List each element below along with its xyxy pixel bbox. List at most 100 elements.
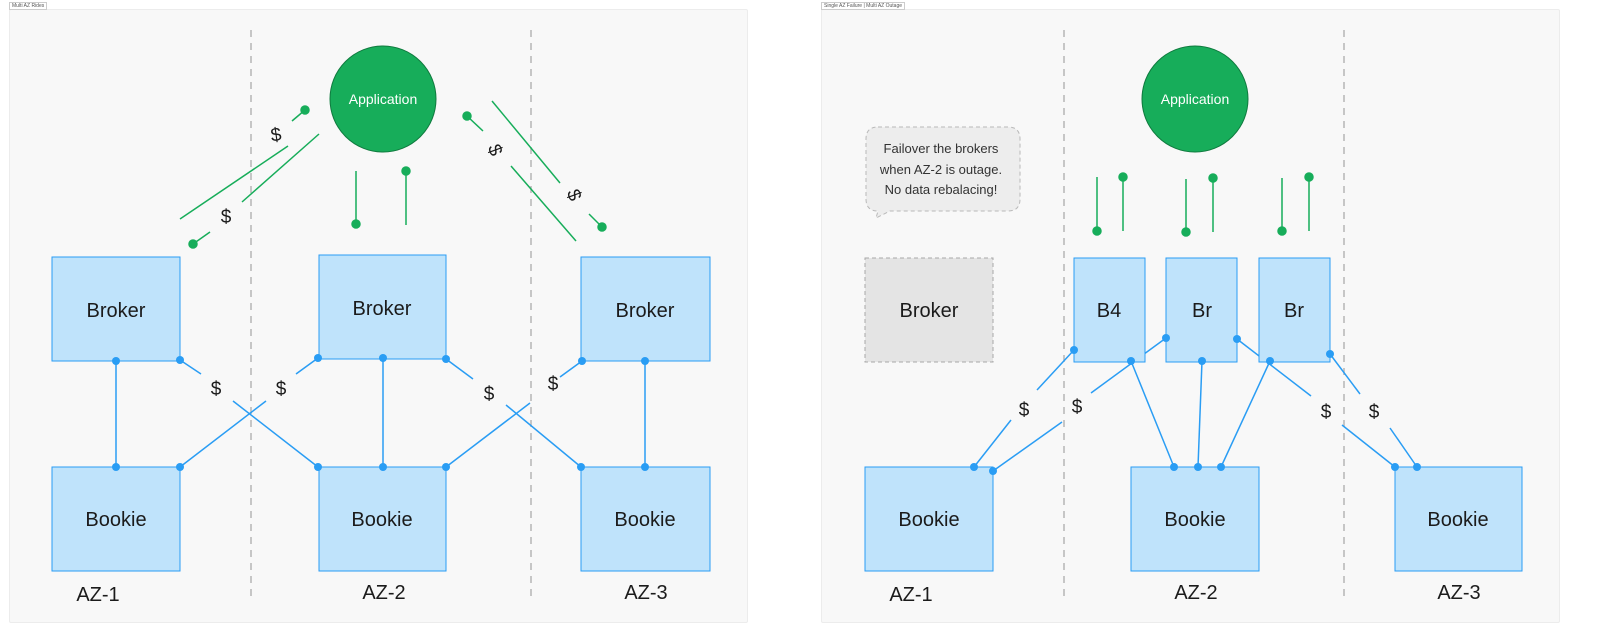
link xyxy=(1220,360,1271,468)
broker-br-az2 xyxy=(1165,257,1238,363)
link-dot xyxy=(1413,463,1421,471)
bookie-az2-label: Bookie xyxy=(351,509,412,531)
link xyxy=(1036,349,1075,391)
application-label: Application xyxy=(1161,91,1230,107)
broker-az2-label: Broker xyxy=(353,298,412,320)
az-label: AZ-1 xyxy=(76,584,119,606)
az-label: AZ-2 xyxy=(362,582,405,604)
failover-note-bubble xyxy=(865,126,1021,219)
cost-marker: $ xyxy=(484,384,495,405)
endpoint-dot xyxy=(1304,172,1314,182)
broker-az2 xyxy=(318,254,447,360)
link-dots xyxy=(970,334,1421,475)
link-dot xyxy=(442,355,450,363)
link-dot xyxy=(577,463,585,471)
link-dot xyxy=(1162,334,1170,342)
link-dots xyxy=(112,354,649,471)
cost-marker: $ xyxy=(548,374,559,395)
bookie-az1-label: Bookie xyxy=(898,509,959,531)
link-dot xyxy=(1233,335,1241,343)
app-to-broker-az3-b xyxy=(510,165,577,242)
broker-br-az3 xyxy=(1258,257,1331,363)
broker-br-az2-label: Br xyxy=(1192,300,1212,322)
cost-marker: $ xyxy=(483,142,506,160)
link xyxy=(1090,337,1167,394)
link-dot xyxy=(970,463,978,471)
endpoint-dot xyxy=(401,166,411,176)
link-dot xyxy=(1127,357,1135,365)
link xyxy=(295,357,319,375)
app-to-broker-az3-c xyxy=(491,100,561,184)
link-dot xyxy=(641,357,649,365)
bookie-az1 xyxy=(51,466,181,572)
link xyxy=(1130,360,1175,468)
link xyxy=(445,358,474,380)
broker-az1-label: Broker xyxy=(87,300,146,322)
az-label: AZ-3 xyxy=(1437,582,1480,604)
endpoint-dot xyxy=(188,239,198,249)
note-line: when AZ-2 is outage. xyxy=(879,162,1002,177)
cost-marker: $ xyxy=(276,379,287,400)
app-to-broker-az1-a xyxy=(179,145,289,220)
storage-links xyxy=(115,357,646,468)
link-dot xyxy=(1070,346,1078,354)
endpoint-dot xyxy=(351,219,361,229)
app-to-broker-az1-c xyxy=(241,133,320,203)
cost-marker: $ xyxy=(211,379,222,400)
endpoint-dot xyxy=(1277,226,1287,236)
endpoint-dot xyxy=(597,222,607,232)
link xyxy=(973,419,1012,468)
broker-br-az3-label: Br xyxy=(1284,300,1304,322)
failover-frame-tag: Single AZ Failure | Multi AZ Outage xyxy=(821,2,906,10)
broker-b4 xyxy=(1073,257,1146,363)
broker-az3 xyxy=(580,256,711,362)
link-dot xyxy=(1391,463,1399,471)
link xyxy=(179,400,267,468)
link-dot xyxy=(578,357,586,365)
cost-marker: $ xyxy=(1072,397,1083,418)
application-label: Application xyxy=(349,91,418,107)
az-label: AZ-1 xyxy=(889,584,932,606)
link-dot xyxy=(641,463,649,471)
bookie-az2-label: Bookie xyxy=(1164,509,1225,531)
note-line: No data rebalacing! xyxy=(885,182,998,197)
link-dot xyxy=(1217,463,1225,471)
endpoint-dot xyxy=(1181,227,1191,237)
link xyxy=(1341,424,1396,468)
link-dot xyxy=(112,463,120,471)
bookie-az3 xyxy=(1394,466,1523,572)
multi-az-frame-tag: Multi AZ Rides xyxy=(9,2,48,10)
cost-marker: $ xyxy=(221,207,232,228)
link-dot xyxy=(112,357,120,365)
app-connections xyxy=(179,100,607,249)
failed-broker-label: Broker xyxy=(900,300,959,322)
cost-marker: $ xyxy=(1019,400,1030,421)
bookie-az1-label: Bookie xyxy=(85,509,146,531)
storage-links xyxy=(973,337,1418,472)
link-dot xyxy=(176,463,184,471)
link-dot xyxy=(1326,350,1334,358)
endpoint-dot xyxy=(462,111,472,121)
bookie-az3-label: Bookie xyxy=(614,509,675,531)
link xyxy=(232,400,319,468)
bookie-az2 xyxy=(1130,466,1260,572)
link-dot xyxy=(314,354,322,362)
link-dot xyxy=(1198,357,1206,365)
az-label: AZ-3 xyxy=(624,582,667,604)
link xyxy=(1236,338,1312,397)
link-dot xyxy=(379,463,387,471)
application-node xyxy=(329,45,437,153)
link-dot xyxy=(1266,357,1274,365)
app-connections xyxy=(1092,172,1314,237)
endpoint-dot xyxy=(1208,173,1218,183)
link xyxy=(445,402,531,468)
link xyxy=(179,359,202,375)
cost-marker: $ xyxy=(1369,402,1380,423)
endpoint-dot xyxy=(300,105,310,115)
link xyxy=(505,404,582,468)
link-dot xyxy=(314,463,322,471)
link xyxy=(992,421,1063,472)
cost-marker: $ xyxy=(1321,402,1332,423)
bookie-az3-label: Bookie xyxy=(1427,509,1488,531)
